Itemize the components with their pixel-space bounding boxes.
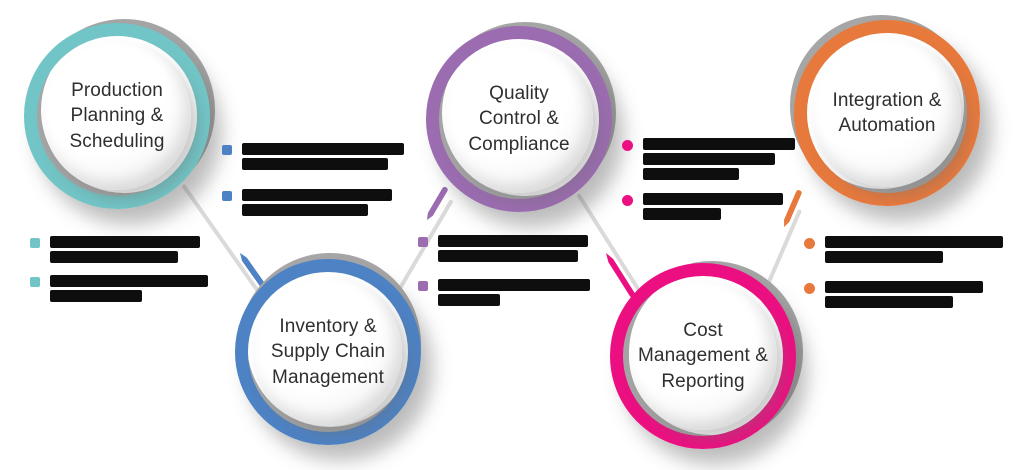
node-inventory-supply-chain-management: Inventory & Supply Chain Management <box>233 253 423 447</box>
illegible-text-line <box>643 208 721 220</box>
illegible-text-line <box>50 251 178 263</box>
illegible-text-line <box>643 153 775 165</box>
bullet-item <box>804 236 1003 266</box>
illegible-text-line <box>825 281 983 293</box>
bullet-square-icon <box>30 238 40 248</box>
bullet-dot-icon <box>804 238 815 249</box>
node-disc: Inventory & Supply Chain Management <box>254 278 402 426</box>
node-disc: Production Planning & Scheduling <box>43 42 191 190</box>
bullets-top-left <box>222 143 404 219</box>
illegible-text-bars <box>643 193 783 223</box>
bullet-item <box>622 193 795 223</box>
illegible-text-line <box>825 251 943 263</box>
bullet-item <box>222 189 404 219</box>
bullet-square-icon <box>222 191 232 201</box>
node-quality-control-compliance: Quality Control & Compliance <box>424 22 616 214</box>
bullets-far-left <box>30 236 208 305</box>
bullet-item <box>30 275 208 305</box>
illegible-text-line <box>438 250 578 262</box>
illegible-text-line <box>242 158 388 170</box>
illegible-text-bars <box>643 138 795 183</box>
illegible-text-line <box>50 275 208 287</box>
illegible-text-bars <box>825 236 1003 266</box>
bullet-dot-icon <box>804 283 815 294</box>
bullets-center <box>418 235 590 309</box>
illegible-text-bars <box>50 236 200 266</box>
bullet-item <box>30 236 208 266</box>
node-label: Quality Control & Compliance <box>468 83 570 155</box>
illegible-text-bars <box>825 281 983 311</box>
illegible-text-bars <box>242 189 392 219</box>
node-label: Production Planning & Scheduling <box>69 80 165 152</box>
illegible-text-bars <box>438 235 588 265</box>
bullet-dot-icon <box>622 140 633 151</box>
illegible-text-line <box>50 236 200 248</box>
bullet-item <box>622 138 795 183</box>
illegible-text-bars <box>50 275 208 305</box>
illegible-text-line <box>438 294 500 306</box>
node-label: Cost Management & Reporting <box>637 320 769 392</box>
illegible-text-line <box>825 236 1003 248</box>
bullet-item <box>222 143 404 173</box>
bullet-item <box>418 279 590 309</box>
illegible-text-line <box>825 296 953 308</box>
illegible-text-line <box>50 290 142 302</box>
node-disc: Quality Control & Compliance <box>445 45 593 193</box>
node-label: Integration & Automation <box>832 89 942 136</box>
bullet-dot-icon <box>622 195 633 206</box>
illegible-text-line <box>643 168 739 180</box>
illegible-text-line <box>242 189 392 201</box>
bullets-far-right <box>804 236 1003 311</box>
node-production-planning-scheduling: Production Planning & Scheduling <box>22 19 215 211</box>
node-integration-automation: Integration & Automation <box>790 15 982 208</box>
illegible-text-bars <box>242 143 404 173</box>
bullet-square-icon <box>418 237 428 247</box>
bullet-square-icon <box>418 281 428 291</box>
illegible-text-line <box>242 143 404 155</box>
node-cost-management-reporting: Cost Management & Reporting <box>608 261 803 451</box>
node-disc: Cost Management & Reporting <box>629 282 777 430</box>
illegible-text-line <box>438 235 588 247</box>
illegible-text-bars <box>438 279 590 309</box>
bullet-item <box>418 235 590 265</box>
node-disc: Integration & Automation <box>813 39 961 187</box>
illegible-text-line <box>242 204 368 216</box>
illegible-text-line <box>643 193 783 205</box>
node-label: Inventory & Supply Chain Management <box>270 316 386 388</box>
bullet-item <box>804 281 1003 311</box>
illegible-text-line <box>438 279 590 291</box>
bullets-top-right <box>622 138 795 223</box>
illegible-text-line <box>643 138 795 150</box>
bullet-square-icon <box>222 145 232 155</box>
bullet-square-icon <box>30 277 40 287</box>
